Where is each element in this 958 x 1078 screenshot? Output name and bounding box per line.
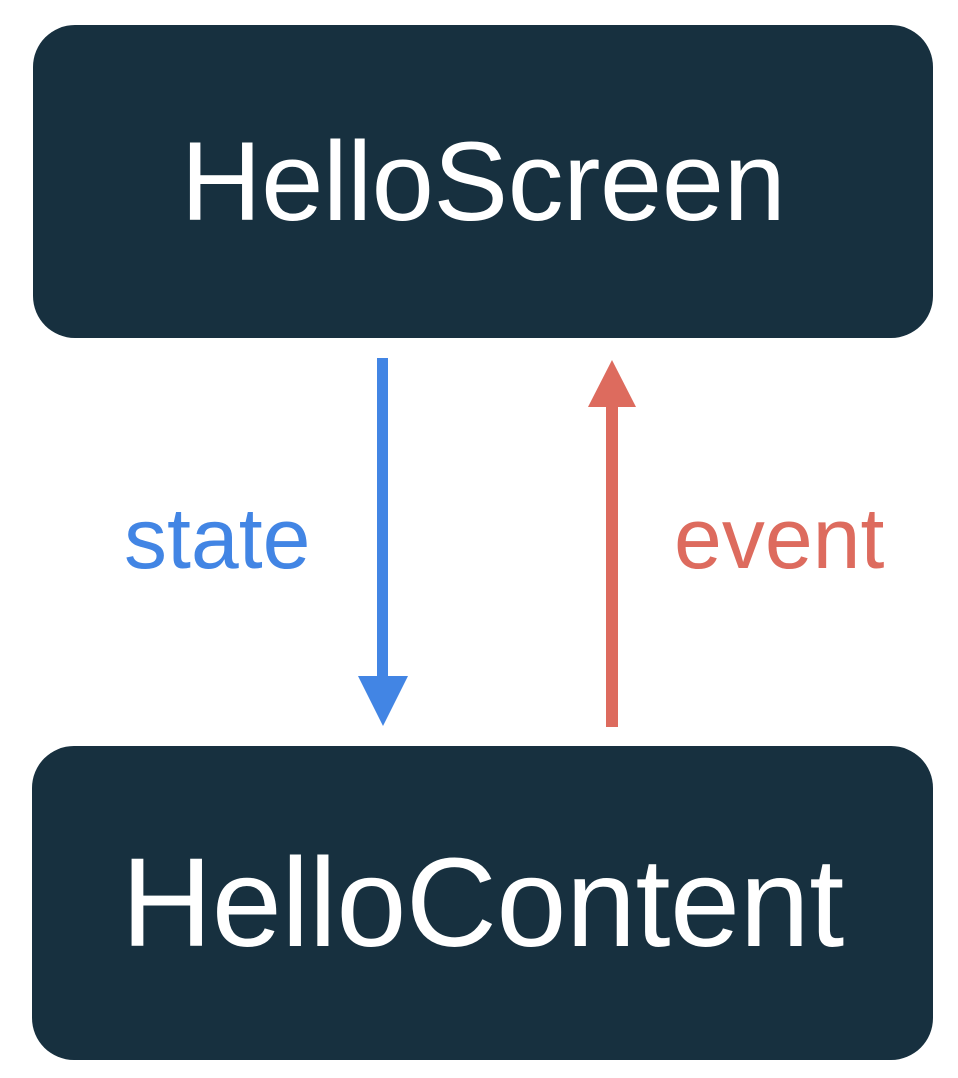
edge-label-event: event — [674, 491, 885, 587]
edge-state-arrow — [358, 358, 408, 726]
node-hello-content[interactable]: HelloContent — [32, 746, 933, 1060]
edge-label-state: state — [124, 491, 311, 587]
edge-event-arrow — [588, 360, 636, 727]
node-hello-screen-label: HelloScreen — [180, 118, 786, 244]
node-hello-content-label: HelloContent — [121, 832, 844, 973]
node-hello-screen[interactable]: HelloScreen — [33, 25, 933, 338]
